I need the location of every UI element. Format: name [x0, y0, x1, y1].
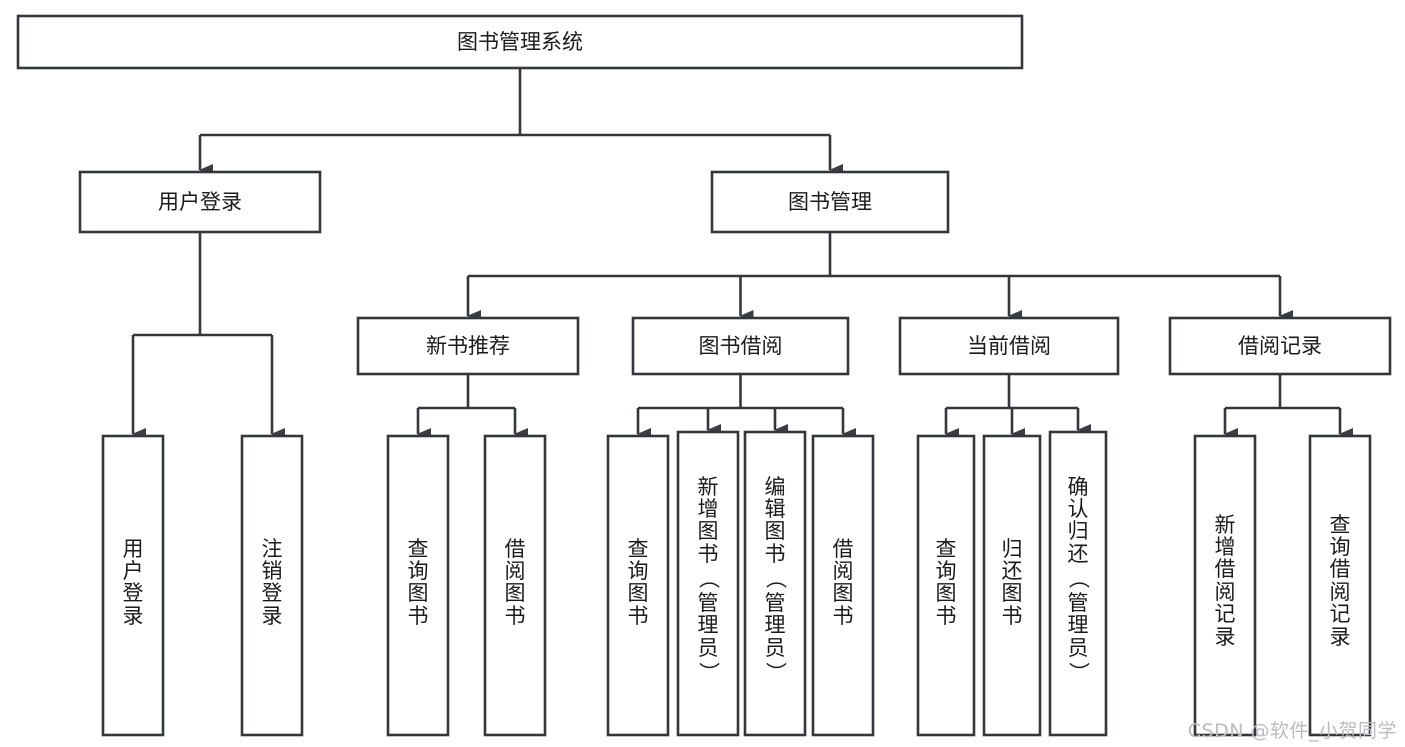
node-new-book-rec-label: 新书推荐 [426, 334, 510, 358]
node-current-borrow-label: 当前借阅 [967, 334, 1051, 358]
node-leaf-add-book[interactable] [676, 430, 740, 737]
watermark-text: CSDN @软件_小贺同学 [1187, 720, 1397, 742]
node-leaf-add-record[interactable] [1193, 434, 1257, 737]
node-book-borrow[interactable] [631, 316, 850, 376]
node-leaf-confirm-return[interactable] [1048, 430, 1108, 737]
node-new-book-rec[interactable] [356, 316, 580, 376]
node-leaf-logout[interactable] [240, 434, 304, 737]
node-leaf-borrow-book[interactable] [811, 434, 875, 737]
node-leaf-query-book-rec[interactable] [386, 434, 450, 737]
node-user-login-label: 用户登录 [158, 190, 242, 214]
node-book-borrow-label: 图书借阅 [699, 334, 783, 358]
node-root-label: 图书管理系统 [457, 30, 583, 54]
node-leaf-query-record[interactable] [1308, 434, 1372, 737]
node-book-manage[interactable] [710, 170, 950, 234]
node-leaf-user-login[interactable] [101, 434, 165, 737]
node-boxes [16, 14, 1392, 737]
node-book-manage-label: 图书管理 [788, 190, 872, 214]
node-borrow-record-label: 借阅记录 [1238, 334, 1322, 358]
connector-lines [131, 68, 1353, 440]
node-root[interactable] [16, 14, 1024, 70]
node-user-login[interactable] [78, 170, 322, 234]
node-leaf-return-book[interactable] [982, 434, 1042, 737]
node-leaf-query-book-borrow[interactable] [606, 434, 670, 737]
node-leaf-query-book-current[interactable] [916, 434, 976, 737]
node-leaf-edit-book[interactable] [743, 430, 807, 737]
node-borrow-record[interactable] [1168, 316, 1392, 376]
node-current-borrow[interactable] [898, 316, 1120, 376]
node-leaf-borrow-book-rec[interactable] [483, 434, 547, 737]
